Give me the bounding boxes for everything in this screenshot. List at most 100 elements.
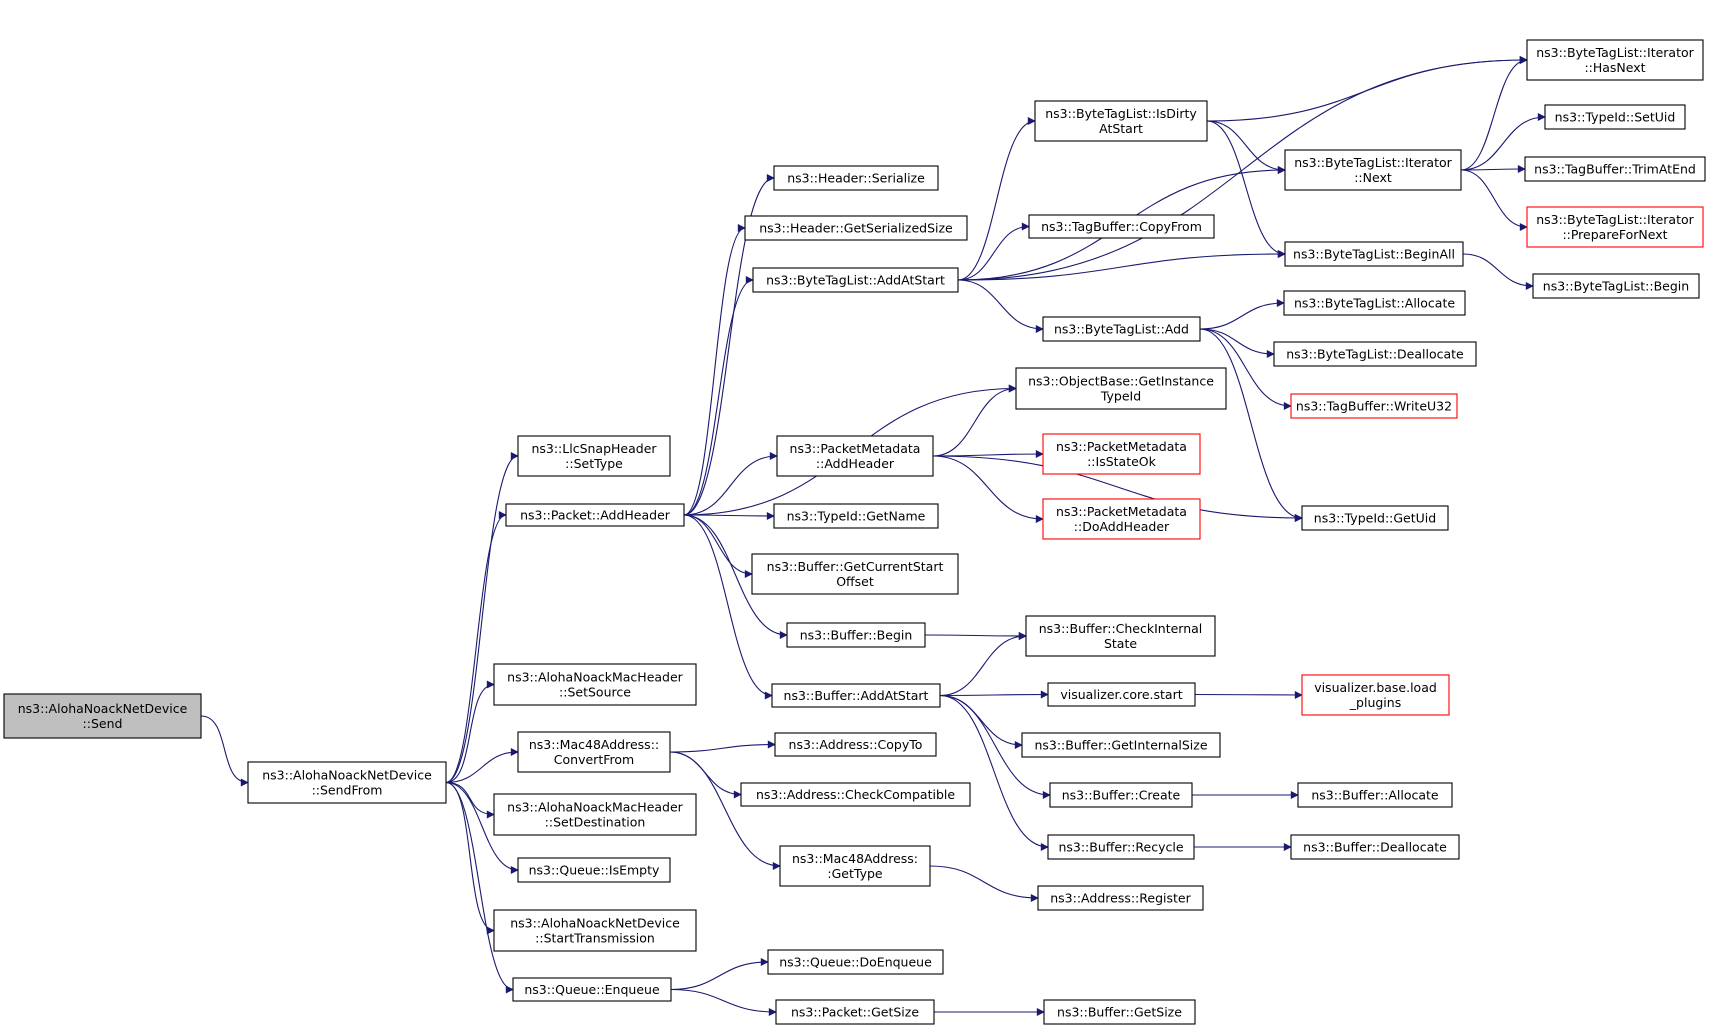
edge-n26-n41 bbox=[1199, 328, 1292, 410]
node-n20[interactable]: ns3::Address::CheckCompatible bbox=[740, 782, 971, 807]
edge-n2-n4 bbox=[445, 511, 507, 784]
edge bbox=[1460, 165, 1526, 174]
edge bbox=[683, 514, 788, 639]
node-n44[interactable]: ns3::Buffer::Allocate bbox=[1297, 782, 1453, 808]
edge-n26-n40 bbox=[1199, 328, 1275, 358]
node-n43[interactable]: visualizer.base.load_plugins bbox=[1301, 674, 1450, 716]
node-n17[interactable]: ns3::Buffer::Begin bbox=[786, 622, 926, 648]
node-n14[interactable]: ns3::PacketMetadata::AddHeader bbox=[776, 435, 934, 477]
node-box bbox=[517, 731, 671, 773]
edge bbox=[683, 514, 773, 700]
edge-n2-n9 bbox=[445, 781, 495, 935]
node-n23[interactable]: ns3::Packet::GetSize bbox=[775, 999, 935, 1025]
node-n6[interactable]: ns3::Mac48Address::ConvertFrom bbox=[517, 731, 671, 773]
node-n37[interactable]: ns3::ByteTagList::Iterator::Next bbox=[1284, 149, 1462, 191]
edge-n24-n38 bbox=[1206, 120, 1286, 258]
edge bbox=[939, 632, 1027, 697]
node-box bbox=[1049, 782, 1193, 808]
node-label: ::DoAddHeader bbox=[1074, 519, 1170, 534]
edge-n1-n2 bbox=[200, 715, 249, 787]
node-n22[interactable]: ns3::Queue::DoEnqueue bbox=[767, 949, 944, 975]
edge bbox=[924, 631, 1027, 640]
node-box bbox=[1043, 999, 1196, 1025]
edge bbox=[1199, 328, 1303, 522]
edge bbox=[683, 224, 746, 516]
node-n4[interactable]: ns3::Packet::AddHeader bbox=[505, 503, 685, 527]
node-n31[interactable]: visualizer.core.start bbox=[1047, 682, 1196, 707]
node-n40[interactable]: ns3::ByteTagList::Deallocate bbox=[1273, 341, 1477, 367]
node-n18[interactable]: ns3::Buffer::AddAtStart bbox=[771, 683, 941, 708]
edge bbox=[445, 781, 495, 935]
node-box bbox=[3, 693, 202, 739]
node-n32[interactable]: ns3::Buffer::GetInternalSize bbox=[1021, 732, 1221, 758]
node-n47[interactable]: ns3::TypeId::SetUid bbox=[1544, 104, 1686, 130]
node-n25[interactable]: ns3::TagBuffer::CopyFrom bbox=[1028, 214, 1215, 239]
node-n15[interactable]: ns3::TypeId::GetName bbox=[773, 503, 939, 529]
node-box bbox=[752, 267, 959, 293]
node-label: ns3::Packet::GetSize bbox=[791, 1005, 919, 1020]
node-label: ns3::Buffer::Begin bbox=[800, 628, 913, 643]
edge-n2-n10 bbox=[445, 781, 514, 994]
node-label: ns3::ByteTagList::Iterator bbox=[1536, 45, 1694, 60]
edge-n24-n37 bbox=[1206, 120, 1286, 174]
node-n26[interactable]: ns3::ByteTagList::Add bbox=[1042, 316, 1201, 342]
edge bbox=[669, 740, 776, 753]
node-n19[interactable]: ns3::Address::CopyTo bbox=[774, 732, 937, 757]
edge bbox=[445, 781, 514, 994]
edge-n4-n13 bbox=[683, 276, 754, 516]
node-box bbox=[517, 857, 671, 883]
node-n39[interactable]: ns3::ByteTagList::Allocate bbox=[1283, 290, 1466, 316]
node-n46[interactable]: ns3::ByteTagList::Iterator::HasNext bbox=[1526, 39, 1704, 81]
node-n29[interactable]: ns3::PacketMetadata::DoAddHeader bbox=[1042, 498, 1201, 540]
edge-n4-n18 bbox=[683, 514, 773, 700]
node-n21[interactable]: ns3::Mac48Address::GetType bbox=[779, 845, 931, 887]
node-n38[interactable]: ns3::ByteTagList::BeginAll bbox=[1284, 241, 1464, 267]
node-label: ::SetDestination bbox=[545, 815, 646, 830]
edge bbox=[1460, 56, 1528, 171]
node-box bbox=[1047, 834, 1195, 860]
node-n34[interactable]: ns3::Buffer::Recycle bbox=[1047, 834, 1195, 860]
node-n10[interactable]: ns3::Queue::Enqueue bbox=[512, 977, 672, 1002]
node-n45[interactable]: ns3::Buffer::Deallocate bbox=[1290, 834, 1460, 860]
node-n33[interactable]: ns3::Buffer::Create bbox=[1049, 782, 1193, 808]
node-label: ns3::Header::GetSerializedSize bbox=[759, 221, 953, 236]
edge-n21-n35 bbox=[929, 865, 1039, 902]
node-n12[interactable]: ns3::Header::GetSerializedSize bbox=[744, 215, 968, 241]
node-n5[interactable]: ns3::AlohaNoackMacHeader::SetSource bbox=[493, 663, 697, 706]
node-n3[interactable]: ns3::LlcSnapHeader::SetType bbox=[517, 435, 671, 477]
node-n7[interactable]: ns3::AlohaNoackMacHeader::SetDestination bbox=[493, 793, 697, 836]
node-n13[interactable]: ns3::ByteTagList::AddAtStart bbox=[752, 267, 959, 293]
node-n49[interactable]: ns3::ByteTagList::Iterator::PrepareForNe… bbox=[1526, 206, 1704, 248]
node-box bbox=[1273, 341, 1477, 367]
node-box bbox=[1015, 367, 1227, 410]
node-n1[interactable]: ns3::AlohaNoackNetDevice::Send bbox=[3, 693, 202, 739]
node-n2[interactable]: ns3::AlohaNoackNetDevice::SendFrom bbox=[247, 761, 447, 804]
node-label: State bbox=[1104, 636, 1137, 651]
edge-n14-n29 bbox=[932, 455, 1044, 523]
node-n11[interactable]: ns3::Header::Serialize bbox=[773, 165, 939, 191]
node-n41[interactable]: ns3::TagBuffer::WriteU32 bbox=[1290, 393, 1458, 419]
node-n48[interactable]: ns3::TagBuffer::TrimAtEnd bbox=[1524, 156, 1706, 182]
node-box bbox=[779, 845, 931, 887]
node-box bbox=[1297, 782, 1453, 808]
node-n9[interactable]: ns3::AlohaNoackNetDevice::StartTransmiss… bbox=[493, 909, 697, 952]
node-n28[interactable]: ns3::PacketMetadata::IsStateOk bbox=[1042, 433, 1201, 475]
node-n50[interactable]: ns3::ByteTagList::Begin bbox=[1532, 273, 1700, 299]
node-label: ::SendFrom bbox=[312, 783, 383, 798]
node-n35[interactable]: ns3::Address::Register bbox=[1037, 885, 1204, 911]
node-label: _plugins bbox=[1349, 695, 1401, 710]
edge bbox=[939, 694, 1049, 851]
node-label: ns3::PacketMetadata bbox=[1056, 504, 1187, 519]
node-label: ::AddHeader bbox=[816, 456, 895, 471]
node-n42[interactable]: ns3::TypeId::GetUid bbox=[1301, 505, 1449, 531]
node-label: ns3::Buffer::GetSize bbox=[1057, 1005, 1182, 1020]
node-n8[interactable]: ns3::Queue::IsEmpty bbox=[517, 857, 671, 883]
edge-n4-n12 bbox=[683, 224, 746, 516]
node-label: visualizer.base.load bbox=[1314, 680, 1437, 695]
node-n36[interactable]: ns3::Buffer::GetSize bbox=[1043, 999, 1196, 1025]
node-label: ns3::TagBuffer::TrimAtEnd bbox=[1534, 162, 1696, 177]
